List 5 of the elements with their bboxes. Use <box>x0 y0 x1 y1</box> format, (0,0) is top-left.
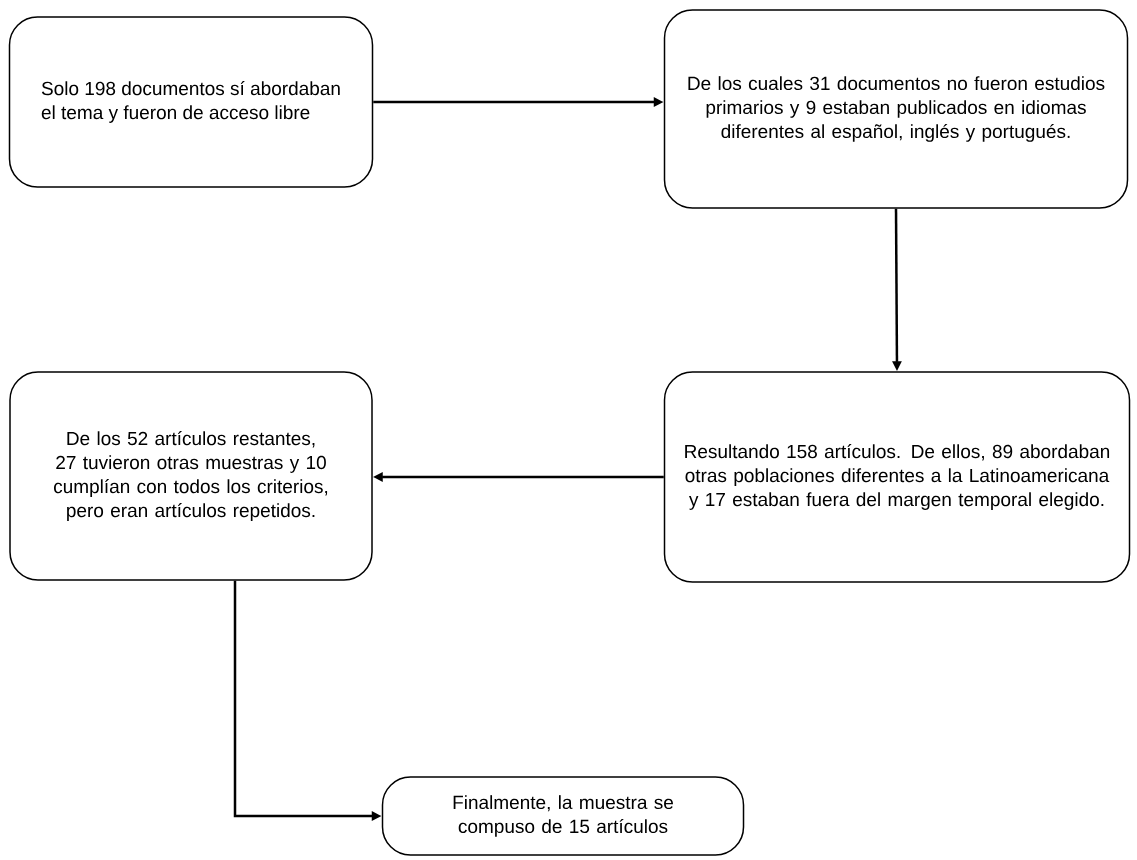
process-box: Solo 198 documentos sí abordaban el tema y fueron de acceso libre <box>8 16 374 188</box>
process-box: Resultando 158 artículos. De ellos, 89 abordaban otras poblaciones diferentes a la Latinoamericana y 17 estaban fuera del margen temporal elegido. <box>663 371 1131 583</box>
process-box: Finalmente, la muestra se compuso de 15 artículos <box>381 776 745 856</box>
process-box: De los cuales 31 documentos no fueron estudios primarios y 9 estaban publicados en idiomas diferentes al español, inglés y portugués. <box>663 9 1129 209</box>
process-box: De los 52 artículos restantes, 27 tuvieron otras muestras y 10 cumplían con todos los criterios, pero eran artículos repetidos. <box>9 371 373 581</box>
